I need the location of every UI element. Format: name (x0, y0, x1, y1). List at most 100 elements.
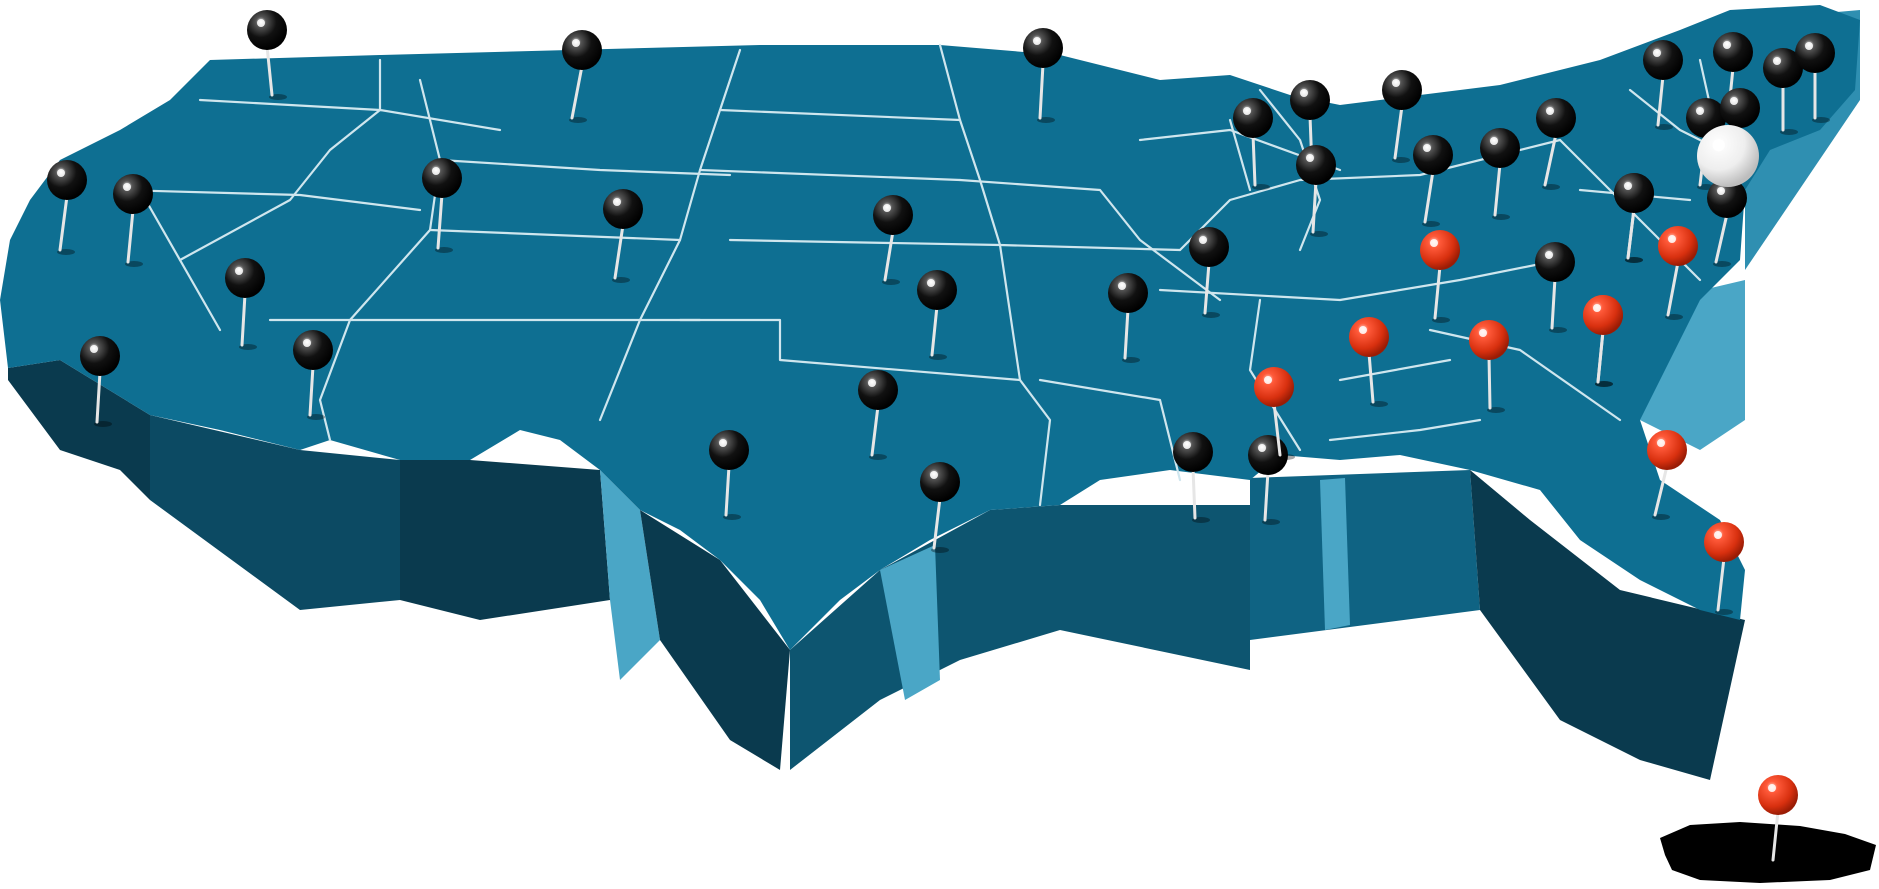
pin-ks[interactable] (858, 370, 898, 460)
wall-southwest (150, 415, 400, 610)
pin-ny-city[interactable] (1697, 125, 1759, 187)
pin-head (1583, 295, 1623, 335)
pin-mi-east[interactable] (1382, 70, 1422, 163)
pin-head (1480, 128, 1520, 168)
pin-highlight (1696, 107, 1704, 115)
pin-md[interactable] (1614, 173, 1654, 263)
pin-head (603, 189, 643, 229)
pin-nd-mn[interactable] (1023, 28, 1063, 123)
pin-needle (1550, 276, 1557, 330)
pin-needle (1596, 329, 1605, 384)
pin-wa-north[interactable] (247, 10, 287, 100)
pin-pr[interactable] (1758, 775, 1798, 865)
pin-shadow (1715, 609, 1733, 615)
pin-va[interactable] (1420, 230, 1460, 323)
pin-shadow (1595, 381, 1613, 387)
pin-highlight (1243, 107, 1251, 115)
pin-il[interactable] (1233, 98, 1273, 190)
pin-head (1469, 320, 1509, 360)
pin-head (1704, 522, 1744, 562)
pin-tx[interactable] (1108, 273, 1148, 363)
pin-pa-west[interactable] (1536, 98, 1576, 190)
pin-ny-west[interactable] (1643, 40, 1683, 130)
pin-ct[interactable] (1707, 178, 1747, 267)
pin-ok[interactable] (709, 430, 749, 520)
map-top-surface (0, 5, 1860, 650)
pin-co[interactable] (873, 195, 913, 285)
pin-head (1189, 227, 1229, 267)
pin-nc-east[interactable] (1658, 226, 1698, 320)
pin-ca-north[interactable] (80, 336, 120, 427)
pin-highlight (1545, 251, 1553, 259)
pin-needle (1038, 62, 1045, 120)
pin-vt[interactable] (1763, 48, 1803, 135)
pin-oh[interactable] (1480, 128, 1520, 220)
pin-highlight (1199, 236, 1207, 244)
pin-head (1535, 242, 1575, 282)
pin-mi-north[interactable] (1413, 135, 1453, 227)
pin-head (80, 336, 120, 376)
pin-head (1720, 88, 1760, 128)
pin-shadow (269, 94, 287, 100)
pin-head (1707, 178, 1747, 218)
pin-ky[interactable] (1349, 317, 1389, 407)
pin-nh[interactable] (1795, 33, 1835, 123)
pin-needle (1716, 556, 1726, 612)
pin-shadow (1262, 519, 1280, 525)
pin-shadow (1370, 401, 1388, 407)
wall-tx-west (600, 470, 660, 680)
pin-mo[interactable] (1189, 227, 1229, 318)
pin-ca-south[interactable] (293, 330, 333, 420)
pin-highlight (1490, 137, 1498, 145)
pin-shadow (1252, 184, 1270, 190)
pin-ga-coast[interactable] (1647, 430, 1687, 520)
pin-head (422, 158, 462, 198)
pin-shadow (569, 117, 587, 123)
pin-shadow (1192, 517, 1210, 523)
pin-needle (1203, 261, 1211, 315)
pin-fl[interactable] (1704, 522, 1744, 615)
pin-needle (1653, 464, 1669, 517)
pin-highlight (613, 198, 621, 206)
pin-nm[interactable] (920, 462, 960, 553)
pin-head (1108, 273, 1148, 313)
pin-highlight (303, 339, 311, 347)
pin-highlight (868, 379, 876, 387)
pin-highlight (1773, 57, 1781, 65)
pin-shadow (1492, 214, 1510, 220)
pin-mi-west[interactable] (1296, 145, 1336, 237)
pin-shadow (1392, 157, 1410, 163)
pin-highlight (1805, 42, 1813, 50)
pin-needle (240, 292, 247, 347)
pin-highlight (235, 267, 243, 275)
pin-la[interactable] (1173, 432, 1213, 523)
pin-id[interactable] (422, 158, 462, 253)
pin-wy[interactable] (603, 189, 643, 283)
pin-head (1233, 98, 1273, 138)
pin-head (1536, 98, 1576, 138)
wall-az (400, 460, 610, 620)
pin-shadow (1625, 257, 1643, 263)
pin-needle (1656, 74, 1665, 127)
pin-ne[interactable] (917, 270, 957, 360)
pin-or-coast[interactable] (47, 160, 87, 255)
pin-highlight (1593, 304, 1601, 312)
pin-al[interactable] (1254, 367, 1295, 460)
pin-sc[interactable] (1583, 295, 1623, 387)
pin-head (47, 160, 87, 200)
pin-head (1643, 40, 1683, 80)
pin-or-inland[interactable] (113, 174, 153, 267)
wall-fl-panhandle (1250, 470, 1480, 640)
pin-head (1023, 28, 1063, 68)
pin-wv[interactable] (1535, 242, 1575, 333)
pin-head (709, 430, 749, 470)
pin-head (247, 10, 287, 50)
pin-shadow (869, 454, 887, 460)
pin-shadow (239, 344, 257, 350)
pin-mt[interactable] (562, 30, 602, 123)
pin-shadow (1655, 124, 1673, 130)
pin-nv[interactable] (225, 258, 265, 350)
pin-highlight (1300, 89, 1308, 97)
pin-tn[interactable] (1469, 320, 1509, 413)
